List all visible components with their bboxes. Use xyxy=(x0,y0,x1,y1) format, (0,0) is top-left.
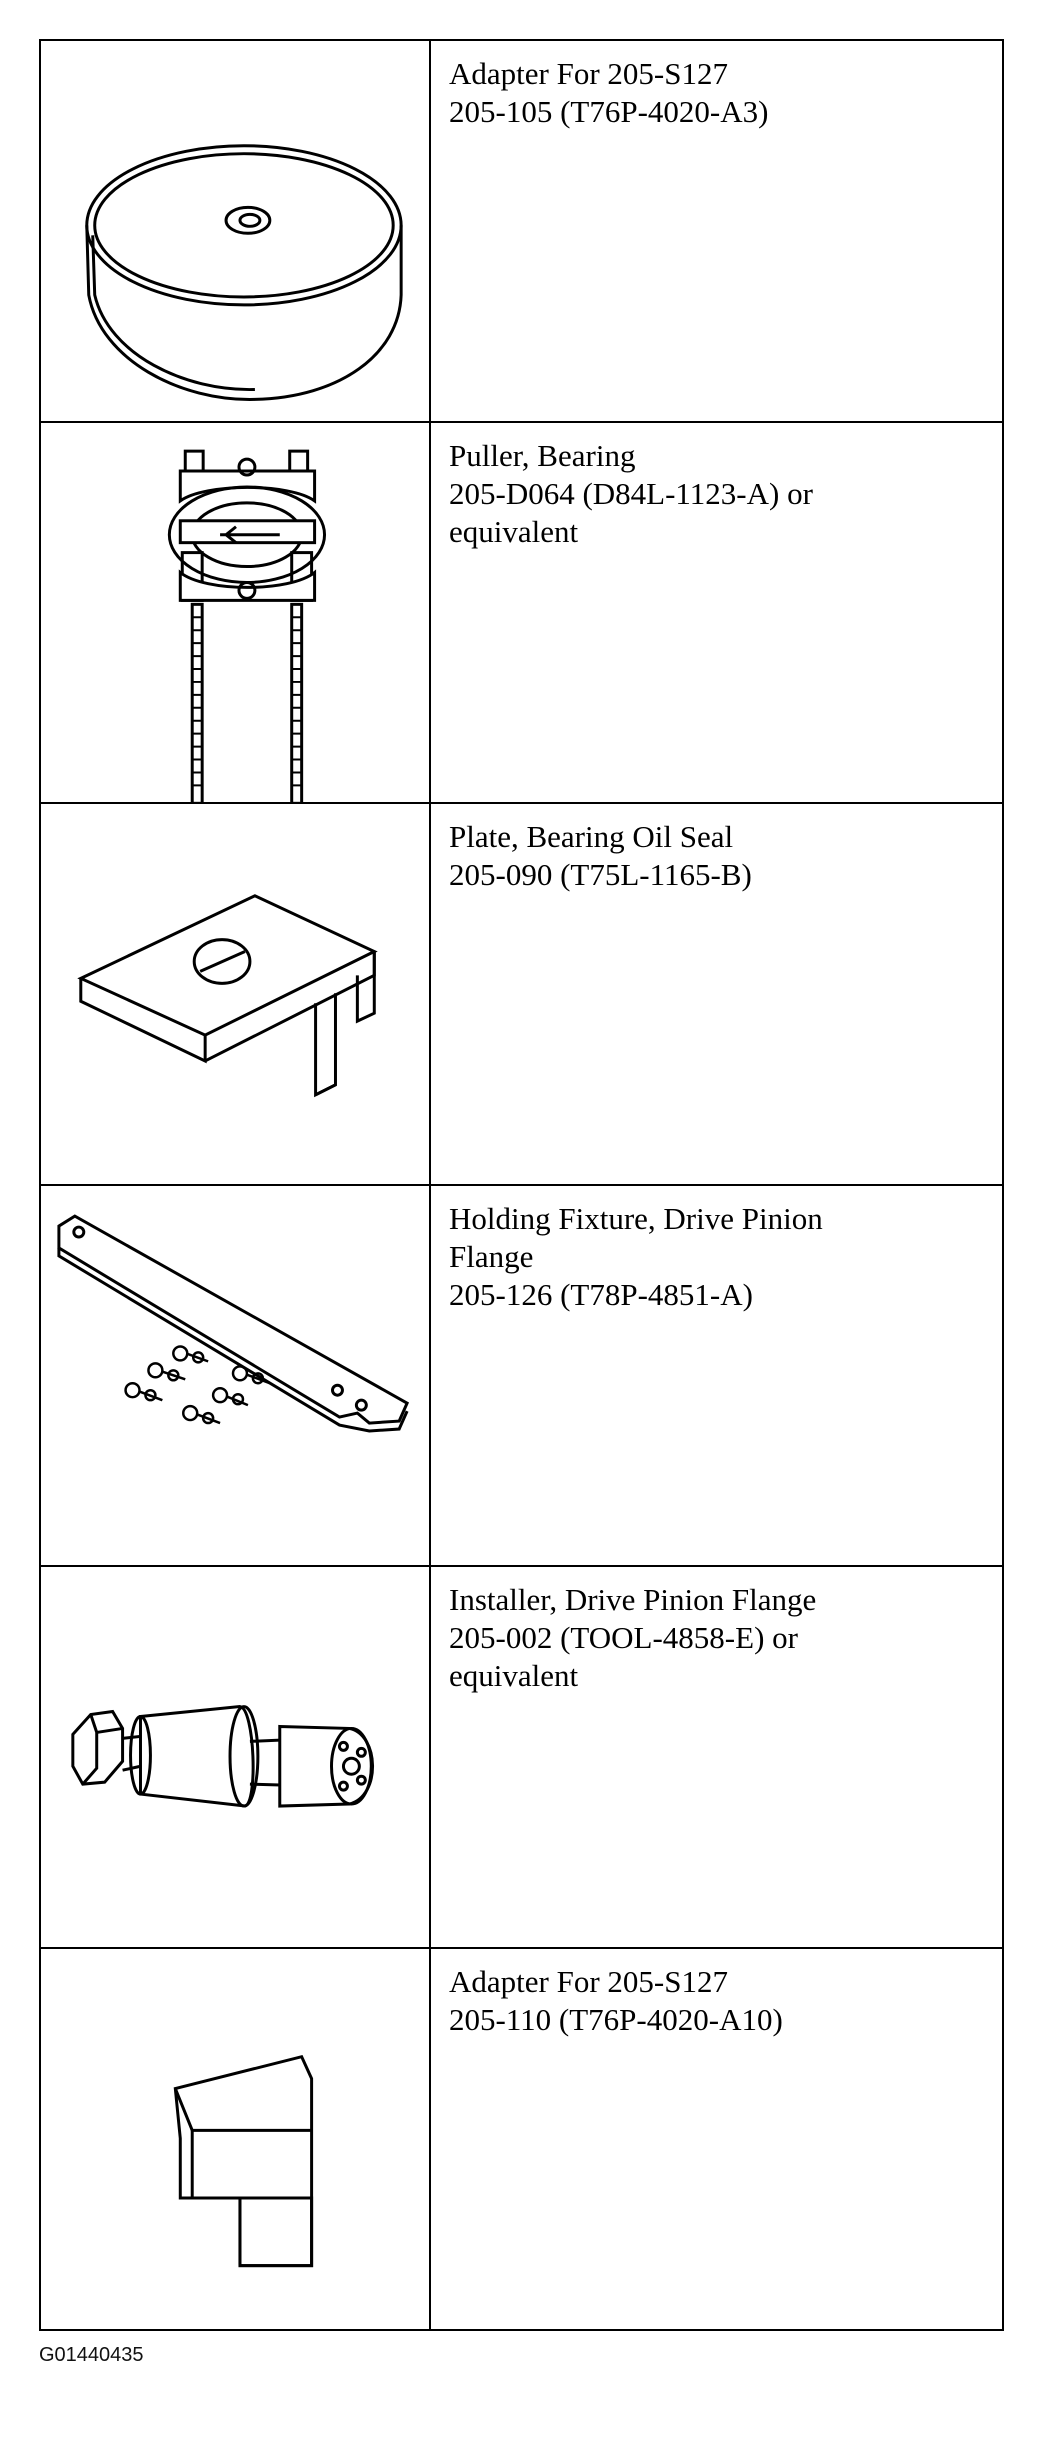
tool-name-cont: Flange xyxy=(449,1238,534,1274)
tool-image-cell xyxy=(39,420,431,805)
bearing-plate-icon xyxy=(77,894,378,1098)
tool-image-cell xyxy=(39,1183,431,1568)
tool-note: equivalent xyxy=(449,513,579,549)
tool-image-cell xyxy=(39,1565,431,1949)
tool-description: Adapter For 205-S127 205-110 (T76P-4020-… xyxy=(429,1946,1004,2331)
tool-number: 205-110 (T76P-4020-A10) xyxy=(449,2001,783,2037)
tool-note: equivalent xyxy=(449,1658,579,1694)
tool-image-cell xyxy=(39,802,431,1186)
table-row: Holding Fixture, Drive Pinion Flange 205… xyxy=(39,1183,1004,1568)
tool-description: Puller, Bearing 205-D064 (D84L-1123-A) o… xyxy=(429,420,1004,805)
tool-name: Installer, Drive Pinion Flange xyxy=(449,1582,817,1618)
tool-number: 205-126 (T78P-4851-A) xyxy=(449,1276,753,1312)
tool-description: Installer, Drive Pinion Flange 205-002 (… xyxy=(429,1565,1004,1949)
figure-id: G01440435 xyxy=(39,2344,144,2366)
holding-fixture-icon xyxy=(57,1214,410,1433)
tool-image-cell xyxy=(39,1946,431,2331)
tool-description: Plate, Bearing Oil Seal 205-090 (T75L-11… xyxy=(429,802,1004,1186)
tool-image-cell xyxy=(39,39,431,423)
tool-description: Holding Fixture, Drive Pinion Flange 205… xyxy=(429,1183,1004,1568)
tool-number: 205-D064 (D84L-1123-A) or xyxy=(449,475,813,511)
table-row: Plate, Bearing Oil Seal 205-090 (T75L-11… xyxy=(39,802,1004,1186)
table-row: Adapter For 205-S127 205-110 (T76P-4020-… xyxy=(39,1946,1004,2331)
tool-name: Adapter For 205-S127 xyxy=(449,1963,728,1999)
table-row: Installer, Drive Pinion Flange 205-002 (… xyxy=(39,1565,1004,1949)
tool-number: 205-105 (T76P-4020-A3) xyxy=(449,94,769,129)
flange-installer-icon xyxy=(71,1705,375,1808)
special-tools-table: Adapter For 205-S127 205-105 (T76P-4020-… xyxy=(39,39,1004,2331)
table-row: Puller, Bearing 205-D064 (D84L-1123-A) o… xyxy=(39,420,1004,805)
tool-number: 205-090 (T75L-1165-B) xyxy=(449,857,752,893)
tool-name: Holding Fixture, Drive Pinion xyxy=(449,1200,823,1236)
adapter-disc-icon xyxy=(85,144,403,401)
tool-name: Adapter For 205-S127 xyxy=(449,56,728,91)
table-row: Adapter For 205-S127 205-105 (T76P-4020-… xyxy=(39,39,1004,423)
adapter-block-icon xyxy=(173,2054,314,2268)
tool-name: Plate, Bearing Oil Seal xyxy=(449,819,734,855)
bearing-puller-icon xyxy=(167,449,327,803)
tool-description: Adapter For 205-S127 205-105 (T76P-4020-… xyxy=(429,39,1004,423)
tool-number: 205-002 (TOOL-4858-E) or xyxy=(449,1620,798,1656)
tool-name: Puller, Bearing xyxy=(449,437,636,473)
